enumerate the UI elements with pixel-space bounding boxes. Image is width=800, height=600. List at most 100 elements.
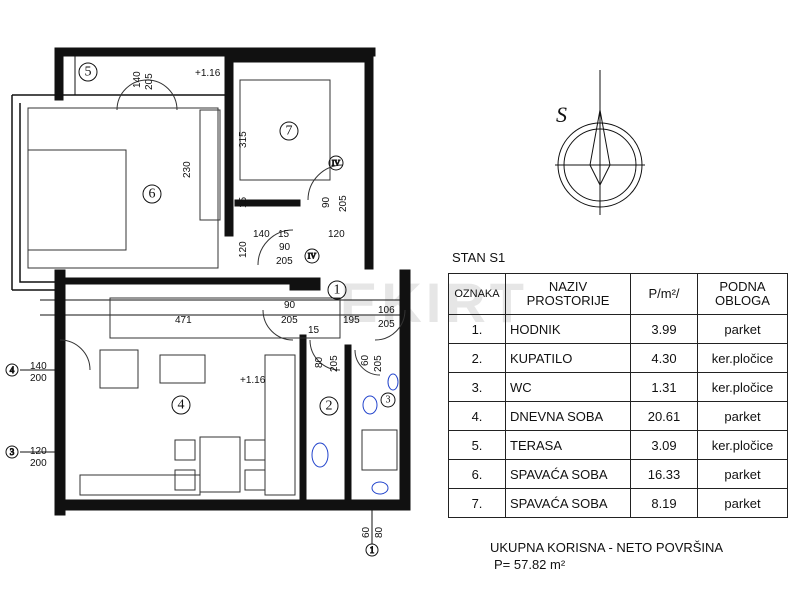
shower: [361, 429, 398, 471]
svg-text:90: 90: [321, 196, 332, 208]
table-row: 7. SPAVAĆA SOBA 8.19 parket: [448, 488, 788, 518]
svg-text:1: 1: [370, 545, 375, 555]
cell-povrsina: 20.61: [630, 401, 698, 431]
cell-oznaka: 4.: [448, 401, 506, 431]
svg-text:205: 205: [144, 73, 155, 90]
coffee-table: [159, 354, 206, 384]
cell-naziv: SPAVAĆA SOBA: [505, 488, 631, 518]
chair: [174, 439, 196, 461]
svg-text:IV: IV: [308, 252, 317, 261]
svg-text:3: 3: [10, 447, 15, 457]
furniture: [27, 79, 399, 496]
compass-icon: [555, 70, 645, 215]
svg-text:140: 140: [132, 71, 143, 88]
wall-terrace-left: [54, 47, 64, 101]
room-number: 7: [286, 124, 293, 139]
door-room7: [307, 164, 344, 201]
cell-oznaka: 3.: [448, 372, 506, 402]
room-numbers: 5 6 7 4 2 3 1: [78, 62, 396, 416]
room-number: 4: [178, 398, 185, 413]
svg-text:106: 106: [378, 305, 395, 316]
door-living: [262, 309, 294, 341]
svg-text:80: 80: [314, 356, 325, 368]
door-bath: [309, 339, 341, 371]
table-row: 6. SPAVAĆA SOBA 16.33 parket: [448, 459, 788, 489]
svg-text:471: 471: [175, 315, 192, 326]
header-oznaka: OZNAKA: [448, 273, 506, 315]
svg-text:90: 90: [279, 242, 291, 253]
bed: [27, 149, 127, 251]
bed-small: [239, 79, 331, 181]
wall-mid-block: [289, 277, 321, 291]
svg-text:140: 140: [30, 361, 47, 372]
svg-text:IV: IV: [332, 159, 341, 168]
wall-bath-left: [299, 334, 307, 506]
table-row: 5. TERASA 3.09 ker.pločice: [448, 430, 788, 460]
summary-total: P= 57.82 m²: [494, 557, 566, 572]
svg-text:60: 60: [360, 354, 371, 366]
cell-naziv: TERASA: [505, 430, 631, 460]
dimensions: 140 205 +1.16 315 230 90 205 140 15 120 …: [30, 68, 395, 538]
svg-text:90: 90: [284, 300, 296, 311]
area-summary: UKUPNA KORISNA - NETO POVRŠINA P= 57.82 …: [490, 539, 723, 573]
washbasin: [311, 442, 329, 468]
svg-text:140: 140: [253, 229, 270, 240]
svg-text:15: 15: [238, 196, 249, 208]
cell-naziv: DNEVNA SOBA: [505, 401, 631, 431]
wall-bedroom-divider: [224, 55, 234, 237]
shelf: [79, 474, 201, 496]
chair: [244, 439, 266, 461]
wall-bottom: [54, 499, 411, 511]
cell-povrsina: 8.19: [630, 488, 698, 518]
cell-povrsina: 4.30: [630, 343, 698, 373]
wall-left: [54, 269, 66, 516]
walls: [11, 47, 411, 516]
doors: [59, 79, 406, 376]
cell-oznaka: 5.: [448, 430, 506, 460]
wall-top: [54, 47, 376, 57]
svg-text:60: 60: [361, 526, 372, 538]
wall-mid: [54, 277, 296, 285]
wall-closet: [234, 199, 301, 207]
cell-povrsina: 16.33: [630, 459, 698, 489]
apartment-title: STAN S1: [452, 250, 506, 265]
svg-text:315: 315: [238, 131, 249, 148]
room6-outline: [27, 107, 219, 269]
svg-text:205: 205: [373, 355, 384, 372]
header-povrsina: P/m²/: [630, 273, 698, 315]
cell-obloga: parket: [697, 314, 788, 344]
cell-povrsina: 3.99: [630, 314, 698, 344]
wall-living-left: [12, 289, 61, 510]
table-row: 2. KUPATILO 4.30 ker.pločice: [448, 343, 788, 373]
svg-text:230: 230: [182, 161, 193, 178]
summary-title: UKUPNA KORISNA - NETO POVRŠINA: [490, 540, 724, 555]
room-number: 2: [326, 399, 333, 414]
cell-oznaka: 2.: [448, 343, 506, 373]
armchair: [99, 349, 139, 389]
kitchen-counter: [264, 354, 296, 496]
svg-text:205: 205: [338, 195, 349, 212]
markers: IV IV 4 3 1: [5, 155, 379, 557]
svg-text:205: 205: [329, 355, 340, 372]
cell-naziv: HODNIK: [505, 314, 631, 344]
room-number: 6: [149, 187, 156, 202]
cell-povrsina: 3.09: [630, 430, 698, 460]
table-row: 4. DNEVNA SOBA 20.61 parket: [448, 401, 788, 431]
svg-text:205: 205: [378, 319, 395, 330]
cell-naziv: WC: [505, 372, 631, 402]
toilet-wc: [362, 395, 378, 415]
door-room6: [257, 229, 294, 266]
svg-text:15: 15: [278, 229, 290, 240]
wall-right-upper: [364, 55, 374, 270]
cell-naziv: SPAVAĆA SOBA: [505, 459, 631, 489]
room-number: 5: [85, 65, 92, 80]
svg-text:195: 195: [343, 315, 360, 326]
chair: [174, 469, 196, 491]
svg-text:205: 205: [276, 256, 293, 267]
dining-table: [199, 436, 241, 493]
table-row: 3. WC 1.31 ker.pločice: [448, 372, 788, 402]
